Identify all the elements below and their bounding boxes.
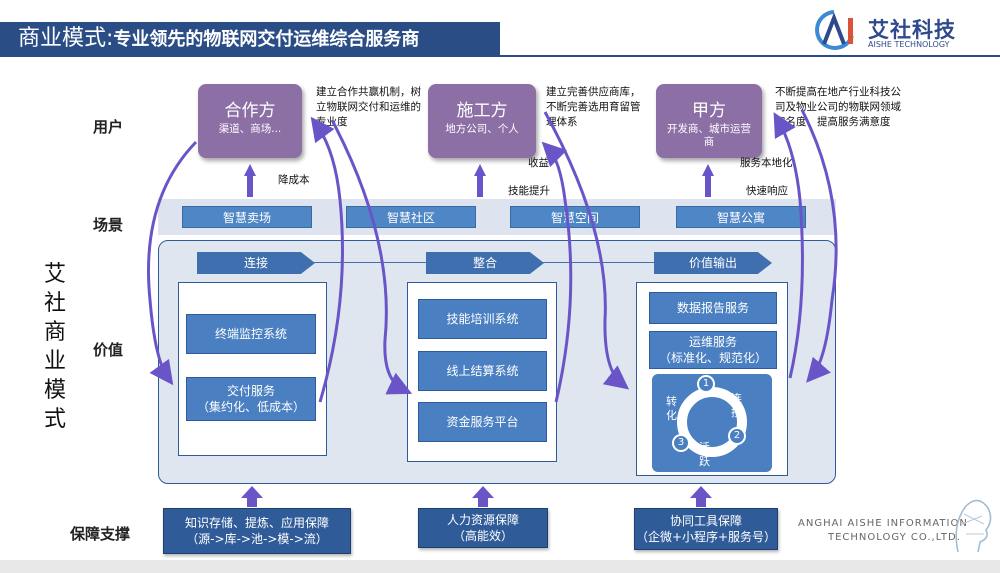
scene-smart-apartment[interactable]: 智慧公寓 bbox=[676, 206, 806, 228]
support-label: 人力资源保障 bbox=[446, 513, 519, 527]
button-label: 数据报告服务 bbox=[676, 301, 749, 315]
support-sublabel: （源->库->池->模->流） bbox=[186, 532, 328, 546]
title-main: 专业领先的物联网交付运维综合服务商 bbox=[113, 29, 420, 50]
support-hr[interactable]: 人力资源保障 （高能效） bbox=[418, 508, 548, 548]
up-arrow-icon bbox=[244, 164, 714, 197]
side-title: 艾 社 商 业 模 式 bbox=[40, 260, 70, 434]
user-title: 合作方 bbox=[224, 101, 276, 121]
user-box-builder: 施工方 地方公司、个人 bbox=[428, 84, 536, 158]
user-sub: 开发商、城市运营商 bbox=[667, 123, 751, 148]
logo-name: 艾社科技 bbox=[868, 18, 956, 42]
scene-smart-community[interactable]: 智慧社区 bbox=[346, 206, 476, 228]
delivery-service-button[interactable]: 交付服务 （集约化、低成本） bbox=[186, 377, 316, 421]
side-title-char: 社 bbox=[43, 291, 66, 316]
button-label: 技能培训系统 bbox=[446, 312, 519, 326]
user-title: 甲方 bbox=[692, 101, 726, 121]
side-title-char: 式 bbox=[43, 407, 66, 432]
user-sub: 渠道、商场... bbox=[218, 123, 282, 135]
ops-service-button[interactable]: 运维服务 （标准化、规范化） bbox=[649, 331, 777, 369]
cycle-word-active: 活跃 bbox=[699, 441, 710, 468]
title-prefix: 商业模式: bbox=[18, 26, 114, 51]
cycle-step-1: 1 bbox=[697, 375, 715, 393]
stage-connect: 连接 bbox=[197, 252, 315, 274]
cycle-step-2: 2 bbox=[728, 427, 746, 445]
stage-value-output: 价值输出 bbox=[654, 252, 772, 274]
button-label: 终端监控系统 bbox=[214, 327, 287, 341]
side-title-char: 模 bbox=[43, 378, 66, 403]
button-label: 资金服务平台 bbox=[446, 415, 519, 429]
watermark-line1: ANGHAI AISHE INFORMATION bbox=[798, 518, 968, 529]
label-localize: 服务本地化 bbox=[740, 157, 793, 169]
row-label-users: 用户 bbox=[93, 118, 124, 136]
terminal-monitor-button[interactable]: 终端监控系统 bbox=[186, 314, 316, 354]
watermark-line2: TECHNOLOGY CO.,LTD. bbox=[828, 532, 961, 543]
row-label-value: 价值 bbox=[93, 341, 124, 359]
stage-integrate: 整合 bbox=[426, 252, 544, 274]
data-report-button[interactable]: 数据报告服务 bbox=[649, 292, 777, 324]
scene-smart-space[interactable]: 智慧空间 bbox=[510, 206, 640, 228]
label-reduce-cost: 降成本 bbox=[278, 174, 310, 186]
support-sublabel: （高能效） bbox=[452, 529, 513, 543]
row-label-support: 保障支撑 bbox=[70, 525, 131, 543]
label-fast-response: 快速响应 bbox=[746, 185, 788, 197]
scene-smart-mall[interactable]: 智慧卖场 bbox=[182, 206, 312, 228]
support-label: 协同工具保障 bbox=[669, 514, 742, 528]
side-title-char: 商 bbox=[43, 320, 66, 345]
note-client: 不断提高在地产行业科技公司及物业公司的物联网领域知名度，提高服务满意度 bbox=[775, 86, 901, 128]
watermark-head-icon bbox=[955, 499, 992, 553]
button-label: 运维服务 bbox=[688, 335, 737, 349]
user-box-client: 甲方 开发商、城市运营商 bbox=[656, 84, 762, 158]
page-title: 商业模式:专业领先的物联网交付运维综合服务商 bbox=[0, 22, 500, 55]
support-knowledge[interactable]: 知识存储、提炼、应用保障 （源->库->池->模->流） bbox=[163, 508, 351, 554]
fund-service-button[interactable]: 资金服务平台 bbox=[418, 402, 547, 442]
support-tools[interactable]: 协同工具保障 （企微+小程序+服务号） bbox=[634, 508, 778, 550]
skill-training-button[interactable]: 技能培训系统 bbox=[418, 299, 547, 339]
cycle-step-3: 3 bbox=[672, 434, 690, 452]
support-label: 知识存储、提炼、应用保障 bbox=[184, 516, 329, 530]
online-settlement-button[interactable]: 线上结算系统 bbox=[418, 351, 547, 391]
label-skill: 技能提升 bbox=[508, 185, 550, 197]
user-box-partner: 合作方 渠道、商场... bbox=[198, 84, 302, 158]
row-label-scenes: 场景 bbox=[93, 216, 124, 234]
support-sublabel: （企微+小程序+服务号） bbox=[635, 530, 777, 544]
button-sublabel: （集约化、低成本） bbox=[196, 400, 305, 414]
footer-band bbox=[0, 560, 1000, 573]
button-sublabel: （标准化、规范化） bbox=[658, 351, 767, 365]
title-underline bbox=[0, 55, 1000, 57]
button-label: 线上结算系统 bbox=[446, 364, 519, 378]
aishe-logo-icon bbox=[815, 10, 854, 50]
cycle-word-connect: 连接 bbox=[731, 392, 742, 419]
side-title-char: 艾 bbox=[43, 262, 66, 287]
cycle-word-convert: 转化 bbox=[666, 395, 677, 422]
button-label: 交付服务 bbox=[226, 384, 275, 398]
cycle-ring-icon bbox=[677, 387, 747, 457]
user-sub: 地方公司、个人 bbox=[445, 123, 519, 135]
column-connect bbox=[178, 282, 327, 456]
user-title: 施工方 bbox=[456, 101, 508, 121]
logo-subtitle: AISHE TECHNOLOGY bbox=[868, 40, 950, 49]
note-builder: 建立完善供应商库，不断完善选用育留管理体系 bbox=[546, 86, 641, 128]
side-title-char: 业 bbox=[43, 349, 66, 374]
